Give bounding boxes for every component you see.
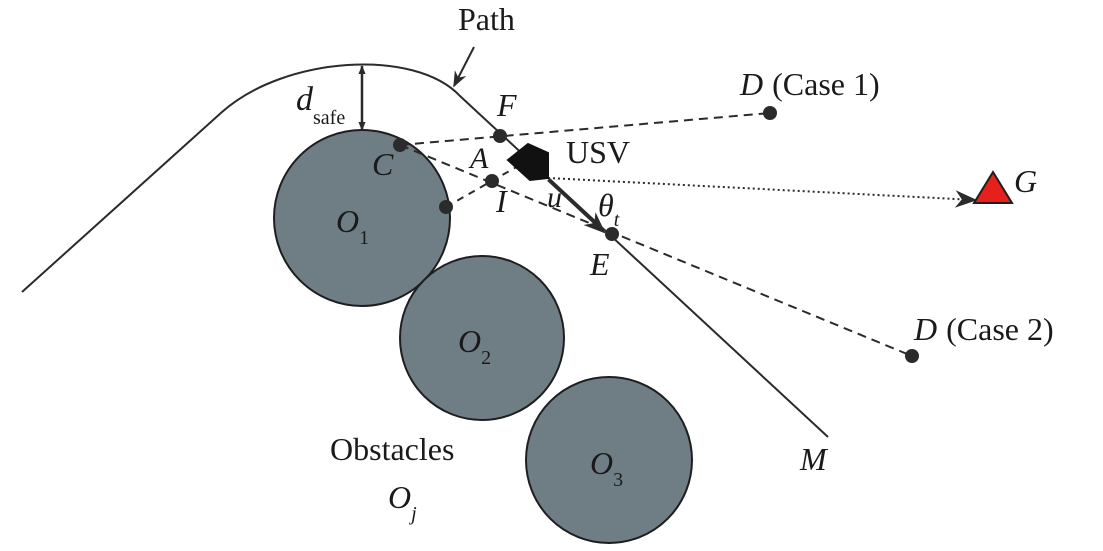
label-d-case2: D(Case 2) — [913, 311, 1054, 347]
point-d-case2 — [905, 349, 919, 363]
dashed-line-i-usv — [445, 164, 521, 208]
label-u: u — [547, 181, 562, 214]
dsafe-label: dsafe — [296, 81, 345, 129]
label-g: G — [1014, 163, 1037, 199]
label-m: M — [799, 441, 829, 477]
label-usv: USV — [566, 134, 630, 170]
obstacle-o2 — [399, 255, 565, 421]
path-label: Path — [458, 1, 515, 37]
point-d-case1 — [763, 106, 777, 120]
point-a — [485, 174, 499, 188]
label-e: E — [589, 246, 610, 282]
point-f — [493, 129, 507, 143]
path-label-arrow — [453, 46, 475, 88]
point-i — [439, 200, 453, 214]
label-oj: Oj — [388, 479, 417, 525]
usv-vessel-icon — [506, 142, 549, 182]
label-c: C — [372, 146, 394, 182]
point-e — [605, 227, 619, 241]
label-i: I — [495, 183, 508, 219]
dashed-line-c-d1 — [399, 112, 771, 146]
label-a: A — [468, 142, 489, 175]
label-o2: O2 — [458, 323, 491, 369]
velocity-arrow-u — [547, 179, 606, 234]
obstacle-o3 — [525, 376, 693, 544]
goal-triangle-icon — [972, 170, 1014, 204]
label-d-case1: D(Case 1) — [739, 66, 880, 102]
label-obstacles: Obstacles — [330, 431, 454, 467]
label-o1: O1 — [336, 203, 369, 249]
label-theta-t: θt — [598, 187, 620, 231]
label-o3: O3 — [590, 445, 623, 491]
point-c — [393, 138, 407, 152]
dotted-line-usv-goal — [547, 177, 978, 208]
path-curve — [21, 63, 829, 438]
label-f: F — [496, 87, 517, 123]
